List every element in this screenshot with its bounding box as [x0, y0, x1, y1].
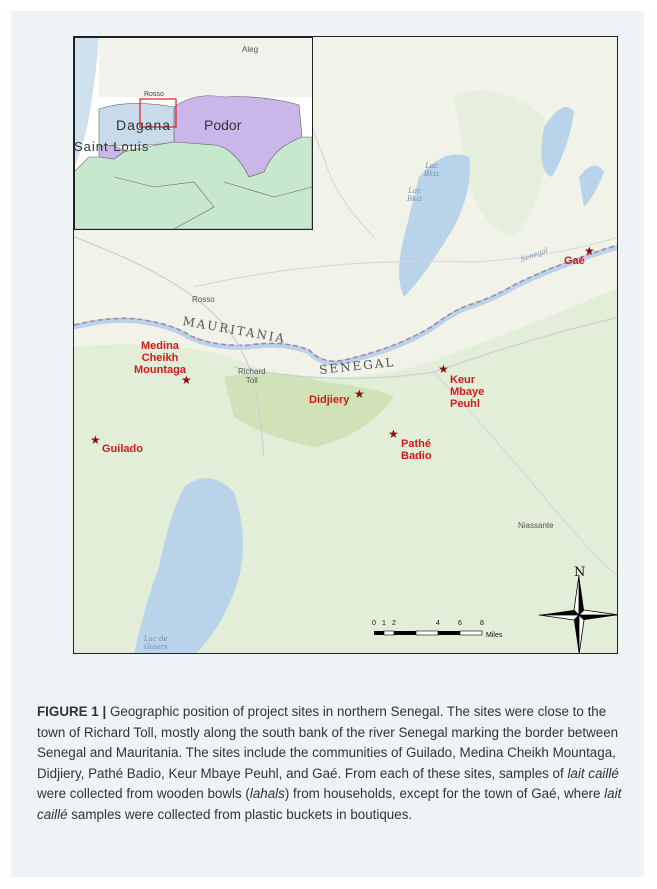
- figure-panel: Rosso Dagana Podor Saint Louis Aleg Ross…: [11, 11, 644, 877]
- figure-caption: FIGURE 1 | Geographic position of projec…: [37, 702, 637, 826]
- site-label-guilado: Guilado: [102, 443, 143, 455]
- site-marker-star-didjiery: ★: [354, 387, 365, 401]
- compass-rose-icon: [538, 574, 617, 653]
- inset-label-saint-louis: Saint Louis: [74, 139, 150, 154]
- inset-label-podor: Podor: [204, 117, 242, 133]
- caption-segment: were collected from wooden bowls (: [37, 786, 250, 802]
- inset-label-aleg: Aleg: [242, 45, 259, 54]
- scale-tick: 2: [392, 620, 396, 627]
- scale-unit: Miles: [486, 632, 503, 639]
- site-label-medina: Medina Cheikh Mountaga: [134, 340, 186, 376]
- inset-label-dagana: Dagana: [116, 117, 172, 133]
- map-graphic: [74, 37, 617, 653]
- scale-tick: 4: [436, 620, 440, 627]
- water-label-lac-de-guiers: Lac de Guiers: [144, 635, 168, 651]
- caption-segment: lait caillé: [567, 765, 619, 781]
- caption-body: Geographic position of project sites in …: [37, 704, 621, 822]
- scale-tick: 0: [372, 620, 376, 627]
- town-label-rosso: Rosso: [192, 295, 215, 304]
- north-label: N: [574, 565, 586, 580]
- inset-label-rosso: Rosso: [144, 91, 164, 98]
- figure-label: FIGURE 1 |: [37, 704, 107, 719]
- site-label-pathe: Pathé Badio: [401, 438, 432, 462]
- site-marker-star-pathe: ★: [388, 427, 399, 441]
- scale-bar: [374, 630, 483, 636]
- town-label-richard-toll: Richard Toll: [238, 367, 266, 385]
- site-marker-star-keur: ★: [438, 362, 449, 376]
- water-label-lac-bkiz-2: Lac Bkiz: [407, 187, 423, 203]
- site-map: Rosso Dagana Podor Saint Louis Aleg Ross…: [73, 36, 618, 654]
- caption-segment: lait caillé: [37, 786, 622, 822]
- town-label-niassante: Niassante: [518, 521, 554, 530]
- site-label-gae: Gaé: [564, 255, 585, 267]
- scale-tick: 6: [458, 620, 462, 627]
- caption-segment: Geographic position of project sites in …: [37, 704, 619, 781]
- site-marker-star-medina: ★: [181, 373, 192, 387]
- caption-segment: samples were collected from plastic buck…: [67, 806, 413, 822]
- site-marker-star-guilado: ★: [90, 433, 101, 447]
- water-label-lac-bkiz-1: Lac Bkiz: [424, 162, 440, 178]
- caption-segment: lahals: [249, 786, 285, 802]
- site-label-keur: Keur Mbaye Peuhl: [450, 374, 485, 410]
- caption-segment: ) from households, except for the town o…: [284, 786, 605, 802]
- site-marker-star-gae: ★: [584, 244, 595, 258]
- site-label-didjiery: Didjiery: [309, 394, 350, 406]
- scale-tick: 1: [382, 620, 386, 627]
- scale-tick: 8: [480, 620, 484, 627]
- scale-ticks: 0 1 2 4 6 8: [74, 620, 617, 632]
